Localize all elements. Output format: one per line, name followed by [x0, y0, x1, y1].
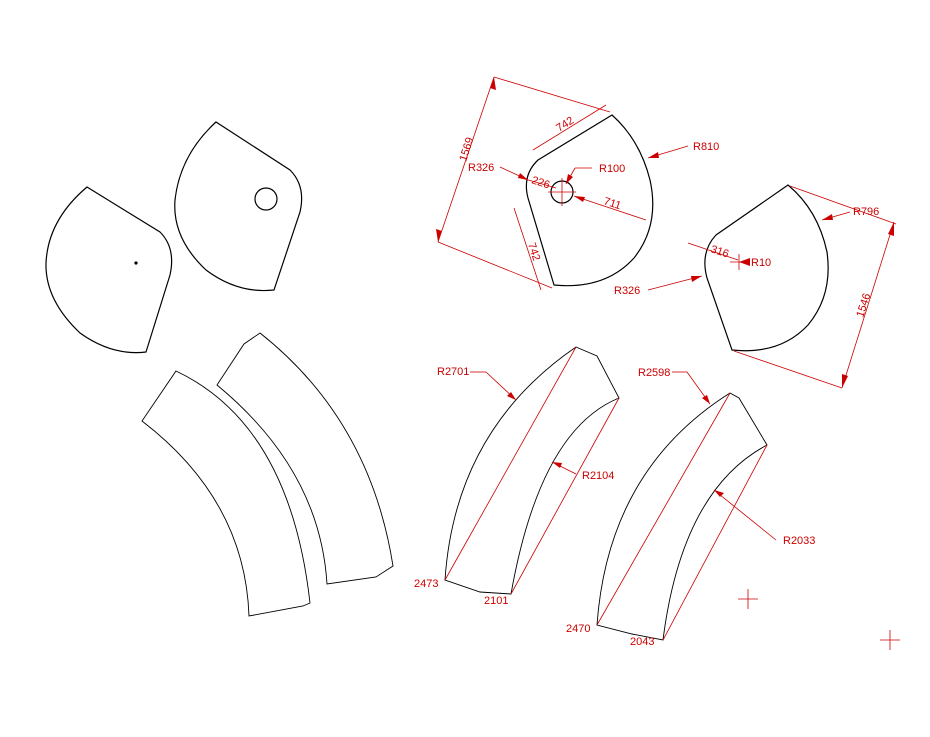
center-point-icon: [134, 261, 138, 265]
hole-circle: [254, 187, 278, 211]
arc-piece-two: R2598 R2033 2470 2043: [566, 367, 815, 648]
fan-shape-two: 1546 316 R10 R796 R326: [614, 184, 897, 389]
fan-shape-one: 1569 742 742 226 711 R810 R326 R100: [436, 76, 719, 291]
dim-overall: 1569: [457, 136, 476, 163]
dim-outer-chord: 2470: [566, 623, 590, 635]
crosshair-icon: [738, 589, 758, 609]
dim-fillet-radius: R326: [614, 285, 640, 297]
dim-outer-radius: R2701: [437, 366, 469, 378]
left-fan-shape-small: [45, 186, 173, 354]
dim-outer-chord: 2473: [414, 578, 438, 590]
dim-outer-radius: R810: [693, 141, 719, 153]
left-arc-piece-two: [216, 332, 394, 585]
dim-chord-top: 742: [554, 115, 576, 135]
dim-inner-radius: R2104: [582, 470, 614, 482]
dim-fillet-radius: R326: [468, 162, 494, 174]
dim-outer-radius: R796: [853, 206, 879, 218]
left-arc-piece-one: [141, 370, 311, 617]
dim-inner-chord: 2101: [484, 595, 508, 607]
left-fan-shape-large: [174, 121, 303, 292]
dim-hole-radius: R100: [599, 163, 625, 175]
dim-overall: 1546: [854, 292, 873, 319]
dim-fillet-width: 316: [709, 243, 730, 260]
dim-inner-radius: R2033: [783, 535, 815, 547]
dim-chord-bottom: 742: [525, 241, 542, 262]
arc-piece-one: R2701 R2104 2473 2101: [414, 346, 620, 607]
crosshair-icon: [880, 630, 900, 650]
dim-center-radius: R10: [751, 257, 771, 269]
dim-fillet-width: 226: [530, 174, 551, 191]
dim-hole-offset: 711: [602, 195, 622, 212]
dim-inner-chord: 2043: [630, 636, 654, 648]
dim-outer-radius: R2598: [638, 367, 670, 379]
